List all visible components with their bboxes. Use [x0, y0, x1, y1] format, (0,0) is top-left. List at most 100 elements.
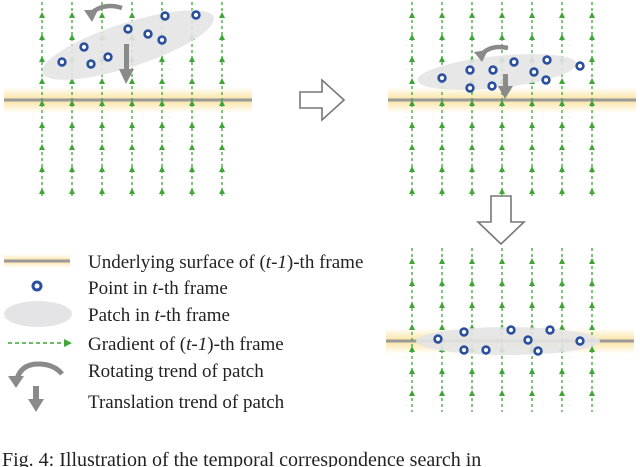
panel-rotated — [388, 2, 636, 196]
gradient-arrowhead — [439, 390, 445, 396]
gradient-arrowhead — [39, 100, 45, 106]
point-marker — [506, 325, 516, 335]
gradient-arrowhead — [409, 368, 415, 374]
gradient-arrowhead — [39, 34, 45, 40]
gradient-arrowhead — [409, 34, 415, 40]
point-marker — [481, 345, 491, 355]
gradient-arrowhead — [589, 12, 595, 18]
gradient-arrowhead — [159, 144, 165, 150]
gradient-arrowhead — [589, 368, 595, 374]
patch-icon — [4, 301, 72, 327]
translate-arrowhead — [498, 86, 513, 99]
translate-arrow — [124, 44, 129, 70]
point-marker — [437, 73, 447, 83]
gradient-arrowhead — [409, 166, 415, 172]
gradient-arrowhead — [589, 144, 595, 150]
gradient-arrowhead — [439, 368, 445, 374]
gradient-arrowhead — [219, 166, 225, 172]
gradient-arrowhead — [439, 166, 445, 172]
gradient-arrowhead — [559, 390, 565, 396]
gradient-arrowhead — [439, 12, 445, 18]
legend-surface: Underlying surface of (t-1)-th frame — [88, 252, 363, 273]
gradient-arrowhead — [189, 78, 195, 84]
gradient-arrowhead — [439, 56, 445, 62]
gradient-arrowhead — [99, 166, 105, 172]
gradient-arrowhead — [189, 122, 195, 128]
gradient-arrowhead — [69, 12, 75, 18]
translate-arrow-icon — [28, 386, 44, 412]
gradient-arrowhead — [99, 144, 105, 150]
gradient-arrowhead — [439, 258, 445, 264]
gradient-arrowhead — [189, 188, 195, 194]
gradient-arrowhead — [499, 144, 505, 150]
gradient-arrowhead — [409, 78, 415, 84]
gradient-arrowhead — [159, 188, 165, 194]
gradient-arrowhead — [529, 34, 535, 40]
point-marker — [509, 57, 519, 67]
rotate-arrowhead — [84, 10, 98, 22]
gradient-arrowhead — [529, 368, 535, 374]
panel-aligned — [386, 248, 634, 412]
gradient-arrowhead — [589, 122, 595, 128]
gradient-arrowhead — [499, 166, 505, 172]
gradient-arrowhead — [129, 12, 135, 18]
point-marker — [103, 52, 113, 62]
gradient-arrowhead — [559, 188, 565, 194]
gradient-arrowhead — [469, 280, 475, 286]
gradient-arrowhead — [439, 188, 445, 194]
gradient-arrowhead — [529, 390, 535, 396]
down-arrow-icon — [476, 195, 526, 246]
gradient-arrowhead — [529, 166, 535, 172]
gradient-arrowhead — [69, 144, 75, 150]
point-marker — [459, 327, 469, 337]
gradient-arrowhead — [39, 166, 45, 172]
gradient-arrowhead — [409, 12, 415, 18]
point-marker — [191, 10, 201, 20]
gradient-arrowhead — [469, 34, 475, 40]
gradient-arrowhead — [499, 122, 505, 128]
gradient-arrowhead — [499, 368, 505, 374]
gradient-arrowhead — [439, 324, 445, 330]
point-marker — [465, 83, 475, 93]
point-marker — [529, 67, 539, 77]
gradient-arrowhead — [559, 12, 565, 18]
gradient-arrowhead — [499, 280, 505, 286]
gradient-arrowhead — [409, 144, 415, 150]
gradient-arrowhead — [159, 100, 165, 106]
gradient-arrowhead — [189, 144, 195, 150]
gradient-arrowhead — [529, 280, 535, 286]
gradient-arrowhead — [409, 188, 415, 194]
legend: Underlying surface of (t-1)-th frame Poi… — [4, 252, 363, 413]
gradient-arrowhead — [189, 56, 195, 62]
gradient-arrowhead — [499, 12, 505, 18]
point-marker — [57, 57, 67, 67]
gradient-arrowhead — [439, 280, 445, 286]
gradient-arrowhead — [69, 78, 75, 84]
gradient-arrowhead — [469, 144, 475, 150]
gradient-arrowhead — [559, 78, 565, 84]
gradient-arrowhead — [589, 346, 595, 352]
gradient-arrowhead — [189, 166, 195, 172]
gradient-arrowhead — [589, 166, 595, 172]
right-arrow-icon — [299, 78, 346, 122]
gradient-arrowhead — [439, 100, 445, 106]
gradient-arrowhead — [69, 166, 75, 172]
gradient-arrowhead — [589, 324, 595, 330]
gradient-arrowhead — [439, 302, 445, 308]
gradient-arrowhead — [589, 258, 595, 264]
point-marker — [123, 24, 133, 34]
gradient-arrowhead — [559, 324, 565, 330]
gradient-arrowhead — [469, 258, 475, 264]
gradient-arrowhead — [589, 56, 595, 62]
gradient-arrowhead — [469, 166, 475, 172]
gradient-arrowhead — [409, 56, 415, 62]
gradient-arrowhead — [39, 122, 45, 128]
gradient-arrowhead — [219, 122, 225, 128]
gradient-arrowhead — [219, 34, 225, 40]
gradient-arrowhead — [39, 144, 45, 150]
gradient-arrowhead — [499, 34, 505, 40]
gradient-arrowhead — [159, 166, 165, 172]
gradient-arrowhead — [469, 12, 475, 18]
translate-arrow — [503, 74, 508, 88]
